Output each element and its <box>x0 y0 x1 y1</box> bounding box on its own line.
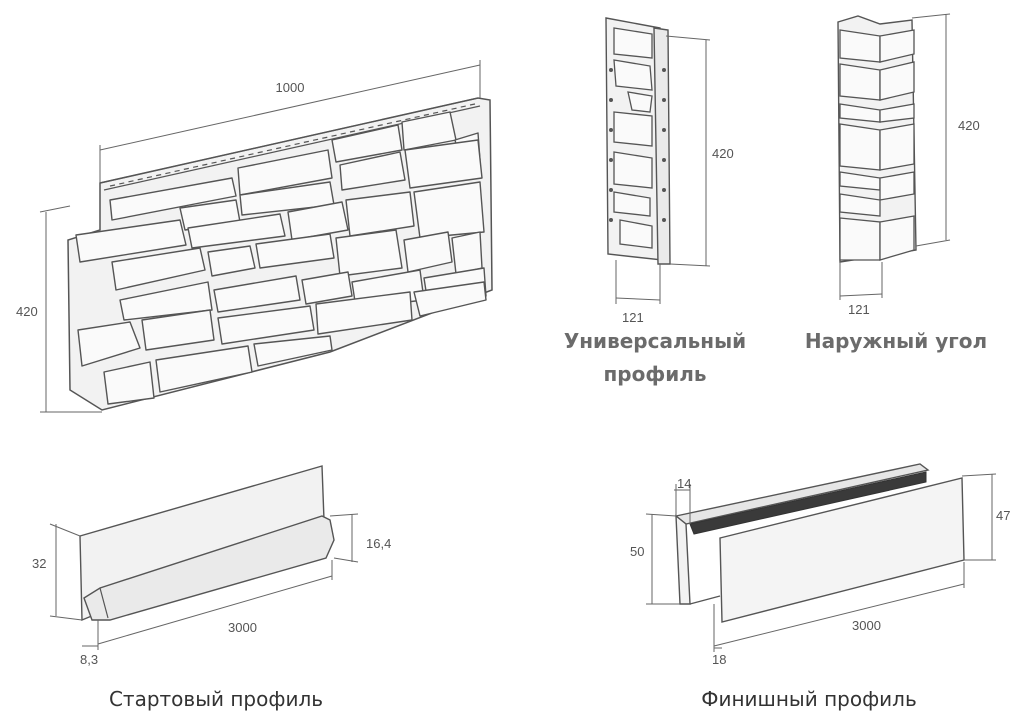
finish-profile-top-label: 14 <box>677 476 691 491</box>
nailing-slot <box>174 169 180 173</box>
finish-profile-depth-label: 18 <box>712 652 726 667</box>
outer-corner-caption: Наружный угол <box>805 329 987 353</box>
nailing-slot <box>156 174 162 177</box>
finish-profile-dimensions <box>645 473 997 652</box>
wall-panel-illustration: 1000 420 <box>16 60 493 413</box>
starter-profile-height-label: 32 <box>32 556 46 571</box>
universal-profile-illustration: 420 121 Универсальный профиль <box>564 17 746 386</box>
nailing-slot <box>414 115 420 119</box>
nailing-slot <box>368 126 374 129</box>
nailing-slot <box>386 122 393 125</box>
finish-profile-groove <box>689 471 927 535</box>
nailing-slot <box>312 138 319 141</box>
nailing-slot <box>220 159 226 162</box>
nailing-slot <box>294 142 300 146</box>
universal-profile-height-label: 420 <box>712 146 734 161</box>
nailing-slot <box>266 149 273 152</box>
nailing-slot <box>229 157 236 160</box>
nailing-slot <box>331 134 337 137</box>
nailing-slot <box>442 109 448 112</box>
finish-profile-caption: Финишный профиль <box>701 687 917 711</box>
outer-corner-stones <box>839 29 915 261</box>
universal-profile-caption-line2: профиль <box>603 362 706 386</box>
wall-panel-height-label: 420 <box>16 304 38 319</box>
nailing-slot <box>128 180 134 183</box>
wall-panel-stones <box>75 111 487 405</box>
nailing-slot <box>248 153 254 156</box>
nailing-slot <box>396 120 402 123</box>
starter-profile-dimensions <box>49 513 359 650</box>
starter-profile-depth-label: 8,3 <box>80 652 98 667</box>
nailing-slot <box>276 147 282 150</box>
nailing-slot <box>405 117 411 121</box>
wall-panel-dimensions <box>39 60 481 413</box>
finish-profile-illustration: 14 50 47 3000 18 Финишный профиль <box>630 463 1010 711</box>
nailing-slot <box>285 144 291 148</box>
starter-profile-lip-label: 16,4 <box>366 536 391 551</box>
nailing-slot <box>211 161 217 164</box>
universal-profile-holes <box>609 68 666 222</box>
nailing-slot <box>137 178 143 181</box>
wall-panel-width-label: 1000 <box>276 80 305 95</box>
nailing-slot <box>451 107 457 110</box>
nailing-slot <box>202 163 208 166</box>
nailing-slot <box>340 132 346 135</box>
universal-profile-caption-line1: Универсальный <box>564 329 746 353</box>
nailing-slot <box>377 124 383 127</box>
finish-profile-front-label: 47 <box>996 508 1010 523</box>
finish-profile-height-label: 50 <box>630 544 644 559</box>
nailing-slot <box>460 105 466 108</box>
outer-corner-height-label: 420 <box>958 118 980 133</box>
nailing-slot <box>183 167 189 170</box>
universal-profile-stones <box>613 27 653 249</box>
outer-corner-width-label: 121 <box>848 302 870 317</box>
nailing-slot <box>109 184 116 187</box>
nailing-slot <box>165 171 171 175</box>
nailing-slot <box>432 111 439 114</box>
nailing-slot <box>469 103 476 106</box>
nailing-slot <box>146 176 153 179</box>
nailing-slot <box>192 165 199 168</box>
starter-profile-length-label: 3000 <box>228 620 257 635</box>
outer-corner-illustration: 420 121 Наружный угол <box>805 13 987 353</box>
nailing-slot <box>322 136 328 139</box>
nailing-slot <box>257 151 263 154</box>
nailing-slot <box>349 130 356 133</box>
starter-profile-illustration: 32 16,4 3000 8,3 Стартовый профиль <box>32 465 391 711</box>
nailing-slot <box>239 155 245 158</box>
nailing-slot <box>423 113 429 116</box>
universal-profile-width-label: 121 <box>622 310 644 325</box>
finish-profile-back <box>675 514 691 605</box>
starter-profile-caption: Стартовый профиль <box>109 687 323 711</box>
universal-profile-dimensions <box>615 35 711 304</box>
outer-corner-dimensions <box>839 13 951 300</box>
finish-profile-length-label: 3000 <box>852 618 881 633</box>
nailing-slot <box>119 182 125 185</box>
nailing-slot <box>303 140 309 143</box>
nailing-slot <box>359 128 365 131</box>
